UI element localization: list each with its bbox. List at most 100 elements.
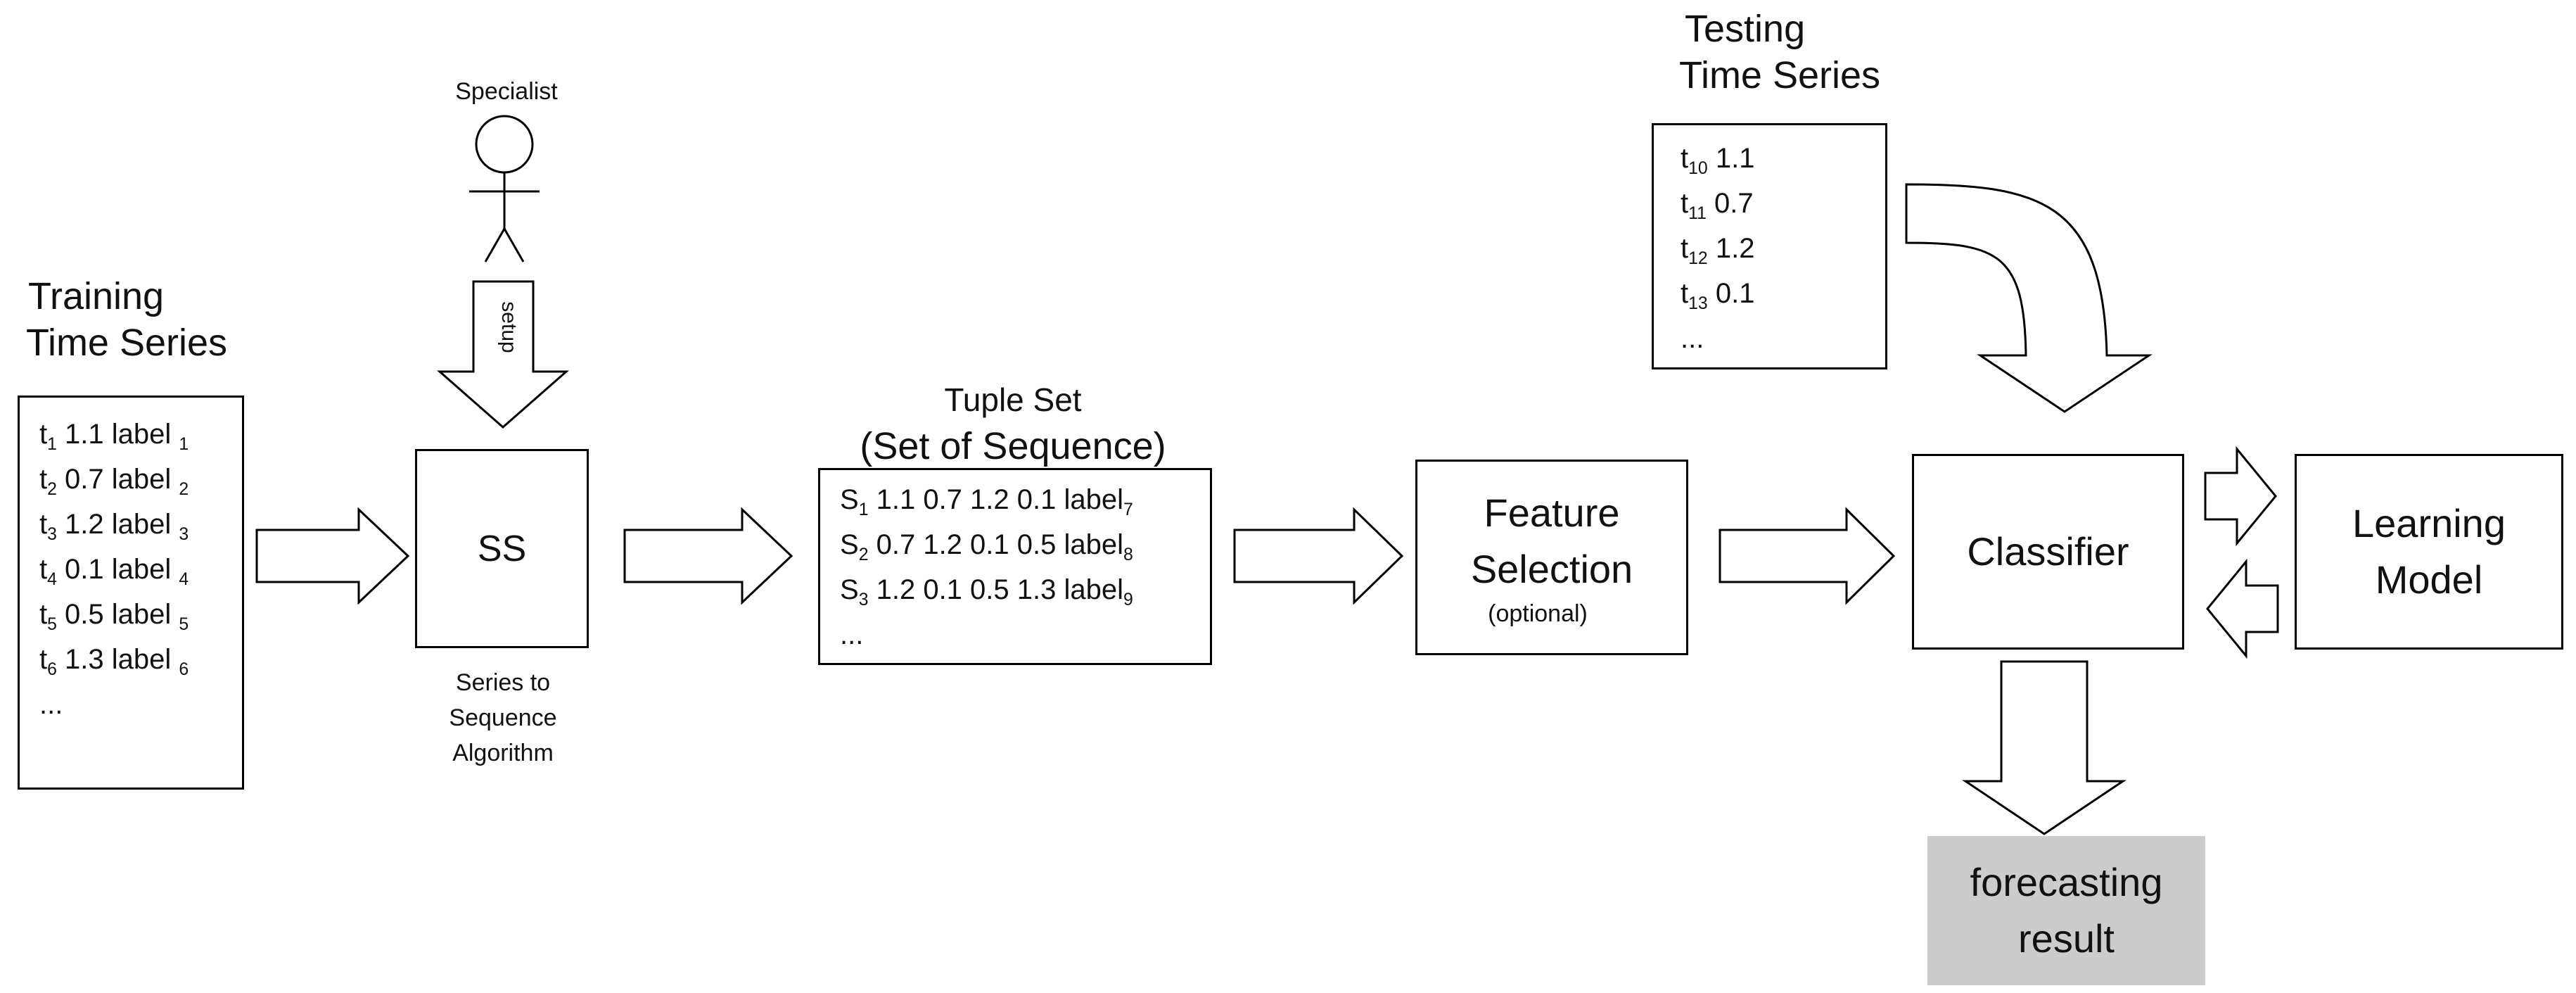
arrow-training-to-ss — [255, 507, 410, 605]
row-text: 0.5 label — [56, 599, 179, 630]
arrow-classifier-to-learning — [2204, 445, 2277, 547]
row-text: 0.1 — [1707, 278, 1755, 309]
ss-caption: Series to Sequence Algorithm — [397, 665, 608, 771]
ss-caption-line1: Series to — [455, 669, 551, 696]
testing-title: Testing Time Series — [1646, 6, 1913, 99]
result-line2: result — [2018, 916, 2115, 961]
learning-line2: Model — [2375, 557, 2483, 602]
tuple-title-line2: (Set of Sequence) — [860, 425, 1166, 467]
row-t-sub: 10 — [1688, 159, 1708, 178]
row-t-sub: 2 — [47, 480, 57, 499]
tuple-row: S3 1.2 0.1 0.5 1.3 label9 — [840, 567, 1210, 612]
feature-line2: Selection — [1470, 547, 1633, 591]
row-t-sub: 4 — [47, 570, 57, 589]
row-text: 1.1 — [1707, 143, 1755, 174]
feature-line1: Feature — [1484, 491, 1620, 535]
row-text: 1.3 label — [56, 644, 179, 675]
tuple-row: S1 1.1 0.7 1.2 0.1 label7 — [840, 477, 1210, 522]
row-t-sub: 13 — [1688, 294, 1708, 313]
row-t: t — [39, 644, 48, 675]
testing-title-line2: Time Series — [1678, 54, 1881, 96]
testing-row: t13 0.1 — [1681, 271, 1885, 316]
row-t: t — [39, 554, 48, 585]
arrow-setup-down — [437, 280, 569, 429]
learning-line1: Learning — [2352, 501, 2506, 545]
testing-title-line1: Testing — [1685, 8, 1806, 50]
row-text: 1.2 — [1707, 233, 1755, 264]
row-text: 1.1 label — [56, 419, 179, 450]
row-text: 0.7 label — [56, 464, 179, 495]
training-title-line1: Training — [28, 275, 165, 317]
training-row: t4 0.1 label 4 — [39, 547, 242, 592]
training-title: Training Time Series — [14, 273, 239, 366]
tuple-ellipsis: ... — [840, 619, 864, 650]
arrow-feature-to-classifier — [1719, 507, 1896, 605]
ss-caption-line3: Algorithm — [452, 740, 554, 766]
arrow-classifier-to-result — [1962, 660, 2127, 835]
row-s-sub: 3 — [858, 590, 869, 609]
ss-label: SS — [477, 528, 527, 569]
row-t: t — [39, 419, 48, 450]
row-text: 0.1 label — [56, 554, 179, 585]
row-t: t — [1681, 278, 1689, 309]
row-label-sub: 9 — [1123, 590, 1133, 609]
row-text: 1.2 0.1 0.5 1.3 label — [868, 574, 1123, 605]
ss-box: SS — [415, 449, 589, 648]
row-t-sub: 1 — [47, 435, 57, 454]
testing-row: t11 0.7 — [1681, 181, 1885, 226]
learning-model-box: Learning Model — [2295, 454, 2563, 650]
row-t: t — [39, 599, 48, 630]
row-t-sub: 6 — [47, 660, 57, 679]
row-s: S — [840, 574, 859, 605]
row-t: t — [39, 464, 48, 495]
ss-caption-line2: Sequence — [449, 704, 557, 731]
training-row: t1 1.1 label 1 — [39, 412, 242, 457]
arrow-ss-to-tuple — [623, 507, 793, 605]
row-t: t — [1681, 188, 1689, 219]
row-t: t — [1681, 143, 1689, 174]
testing-row: t10 1.1 — [1681, 136, 1885, 181]
row-label-sub: 1 — [179, 435, 189, 454]
tuple-row: S2 0.7 1.2 0.1 0.5 label8 — [840, 522, 1210, 567]
testing-ellipsis: ... — [1681, 323, 1704, 354]
feature-note: (optional) — [1488, 600, 1588, 627]
tuple-title: Tuple Set (Set of Sequence) — [816, 377, 1210, 469]
specialist-label: Specialist — [455, 78, 558, 105]
tuple-title-line1: Tuple Set — [944, 381, 1082, 418]
training-title-line2: Time Series — [25, 322, 228, 364]
arrow-tuple-to-feature — [1233, 507, 1404, 605]
classifier-label: Classifier — [1967, 529, 2129, 574]
row-label-sub: 2 — [179, 480, 189, 499]
classifier-box: Classifier — [1912, 454, 2184, 650]
row-label-sub: 4 — [179, 570, 189, 589]
row-label-sub: 6 — [179, 660, 189, 679]
row-t-sub: 3 — [47, 525, 57, 544]
training-ellipsis: ... — [39, 689, 63, 720]
row-label-sub: 5 — [179, 615, 189, 634]
row-text: 1.1 0.7 1.2 0.1 label — [868, 484, 1123, 515]
arrow-learning-to-classifier — [2206, 558, 2279, 659]
row-text: 0.7 — [1706, 188, 1754, 219]
row-t-sub: 12 — [1688, 249, 1708, 268]
row-label-sub: 3 — [179, 525, 189, 544]
row-t-sub: 11 — [1688, 204, 1707, 223]
setup-label: setup — [497, 301, 521, 353]
training-row: t2 0.7 label 2 — [39, 457, 242, 502]
specialist-icon — [469, 115, 540, 263]
row-s: S — [840, 484, 859, 515]
result-line1: forecasting — [1970, 860, 2163, 904]
row-text: 1.2 label — [56, 509, 179, 540]
row-t: t — [1681, 233, 1689, 264]
row-text: 0.7 1.2 0.1 0.5 label — [868, 529, 1123, 560]
row-label-sub: 7 — [1123, 500, 1133, 519]
row-t-sub: 5 — [47, 615, 57, 634]
forecasting-result-box: forecasting result — [1927, 836, 2205, 985]
